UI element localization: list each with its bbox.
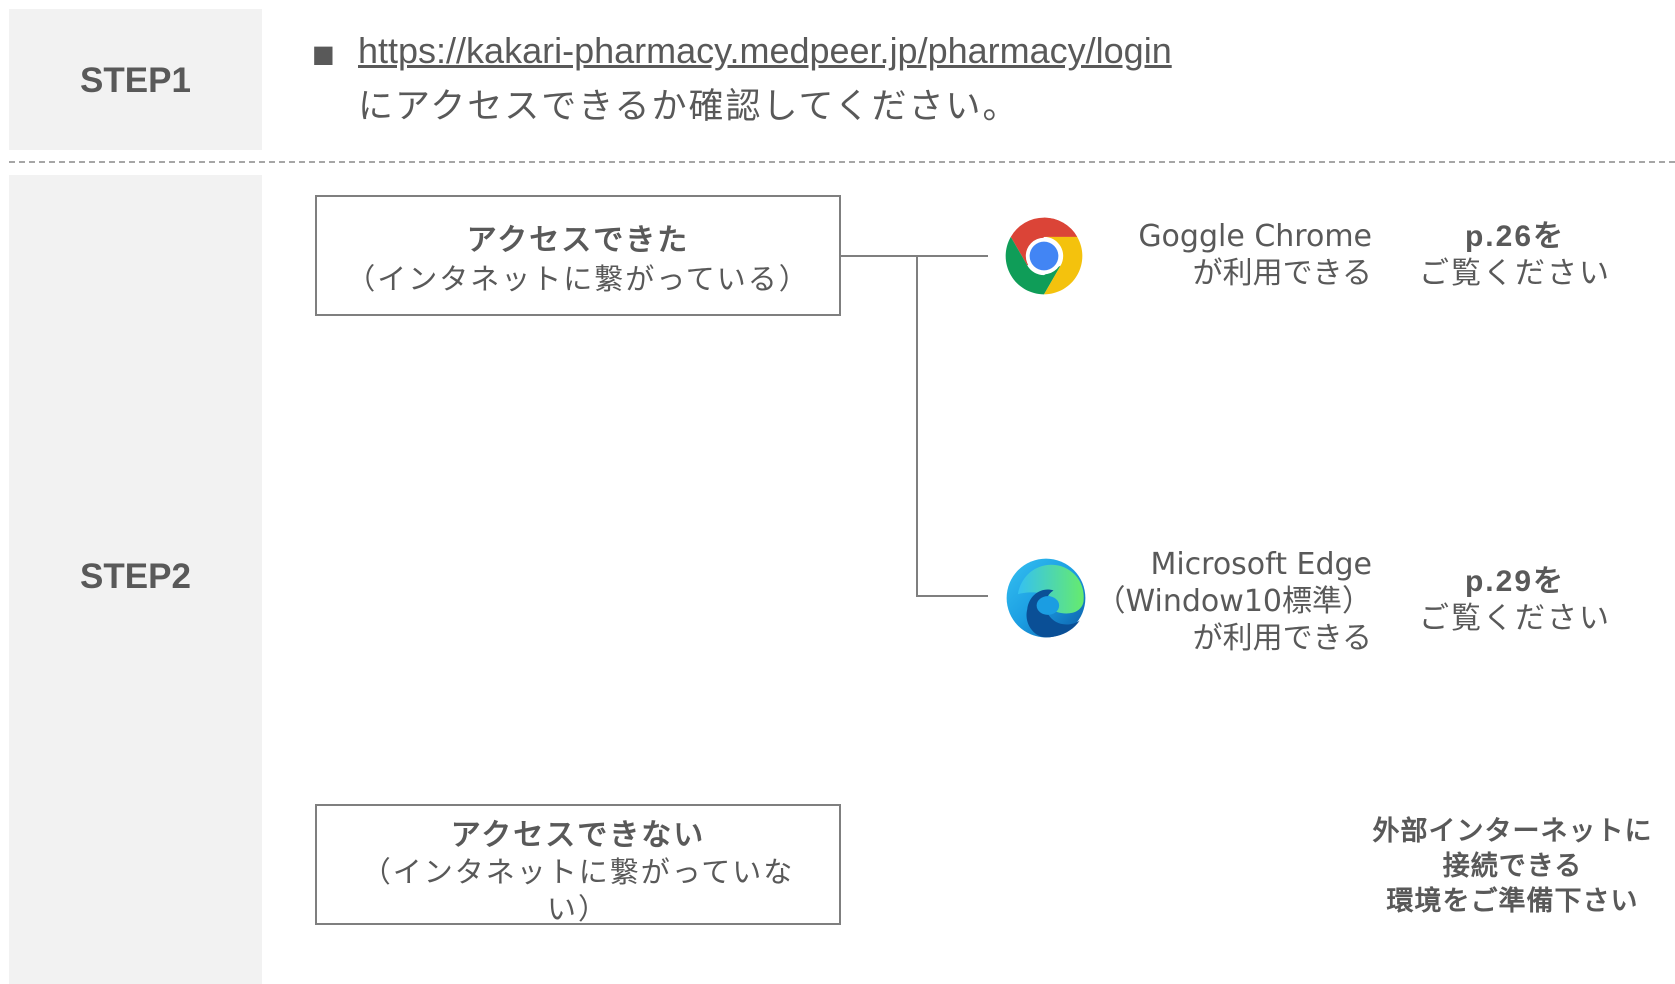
connector-vertical <box>916 255 918 597</box>
step-divider <box>9 161 1675 163</box>
login-url-link[interactable]: https://kakari-pharmacy.medpeer.jp/pharm… <box>358 30 1172 71</box>
connector-horizontal-bottom <box>916 595 988 597</box>
edge-usable: が利用できる <box>1192 621 1372 656</box>
access-ng-subtitle: （インタネットに繋がっていない） <box>361 855 795 926</box>
chrome-availability-text: Goggle Chrome が利用できる <box>1138 218 1372 292</box>
edge-see-text: ご覧ください <box>1419 601 1611 636</box>
edge-icon <box>1006 558 1086 638</box>
chrome-usable: が利用できる <box>1192 256 1372 291</box>
no-access-note-line2: 接続できる <box>1442 851 1583 882</box>
access-ng-title: アクセスできない <box>450 818 706 853</box>
access-ng-box: アクセスできない （インタネットに繋がっていない） <box>315 804 841 926</box>
step2-label: STEP2 <box>80 557 191 596</box>
step1-label: STEP1 <box>80 61 191 100</box>
access-ok-subtitle: （インタネットに繋がっている） <box>346 262 810 296</box>
access-ok-title: アクセスできた <box>466 223 690 258</box>
edge-name: Microsoft Edge <box>1150 547 1372 582</box>
chrome-page-number: p.26を <box>1464 220 1566 253</box>
no-access-note-line3: 環境をご準備下さい <box>1386 886 1639 917</box>
connector-horizontal-top <box>841 255 988 257</box>
no-access-note: 外部インターネットに 接続できる 環境をご準備下さい <box>1360 814 1665 919</box>
access-ok-box: アクセスできた （インタネットに繋がっている） <box>315 195 841 316</box>
edge-windows-note: （Window10標準） <box>1095 584 1372 619</box>
bullet-square-icon: ■ <box>312 40 335 68</box>
chrome-icon <box>1005 217 1083 295</box>
no-access-note-line1: 外部インターネットに <box>1372 816 1653 847</box>
edge-page-ref: p.29を ご覧ください <box>1415 563 1615 637</box>
chrome-page-ref: p.26を ご覧ください <box>1415 218 1615 292</box>
edge-page-number: p.29を <box>1464 565 1566 598</box>
step2-cell: STEP2 <box>9 175 262 984</box>
step1-cell: STEP1 <box>9 9 262 150</box>
step1-instruction: にアクセスできるか確認してください。 <box>358 87 1020 127</box>
edge-availability-text: Microsoft Edge （Window10標準） が利用できる <box>1096 546 1372 657</box>
chrome-see-text: ご覧ください <box>1419 256 1611 291</box>
chrome-name: Goggle Chrome <box>1138 219 1372 254</box>
